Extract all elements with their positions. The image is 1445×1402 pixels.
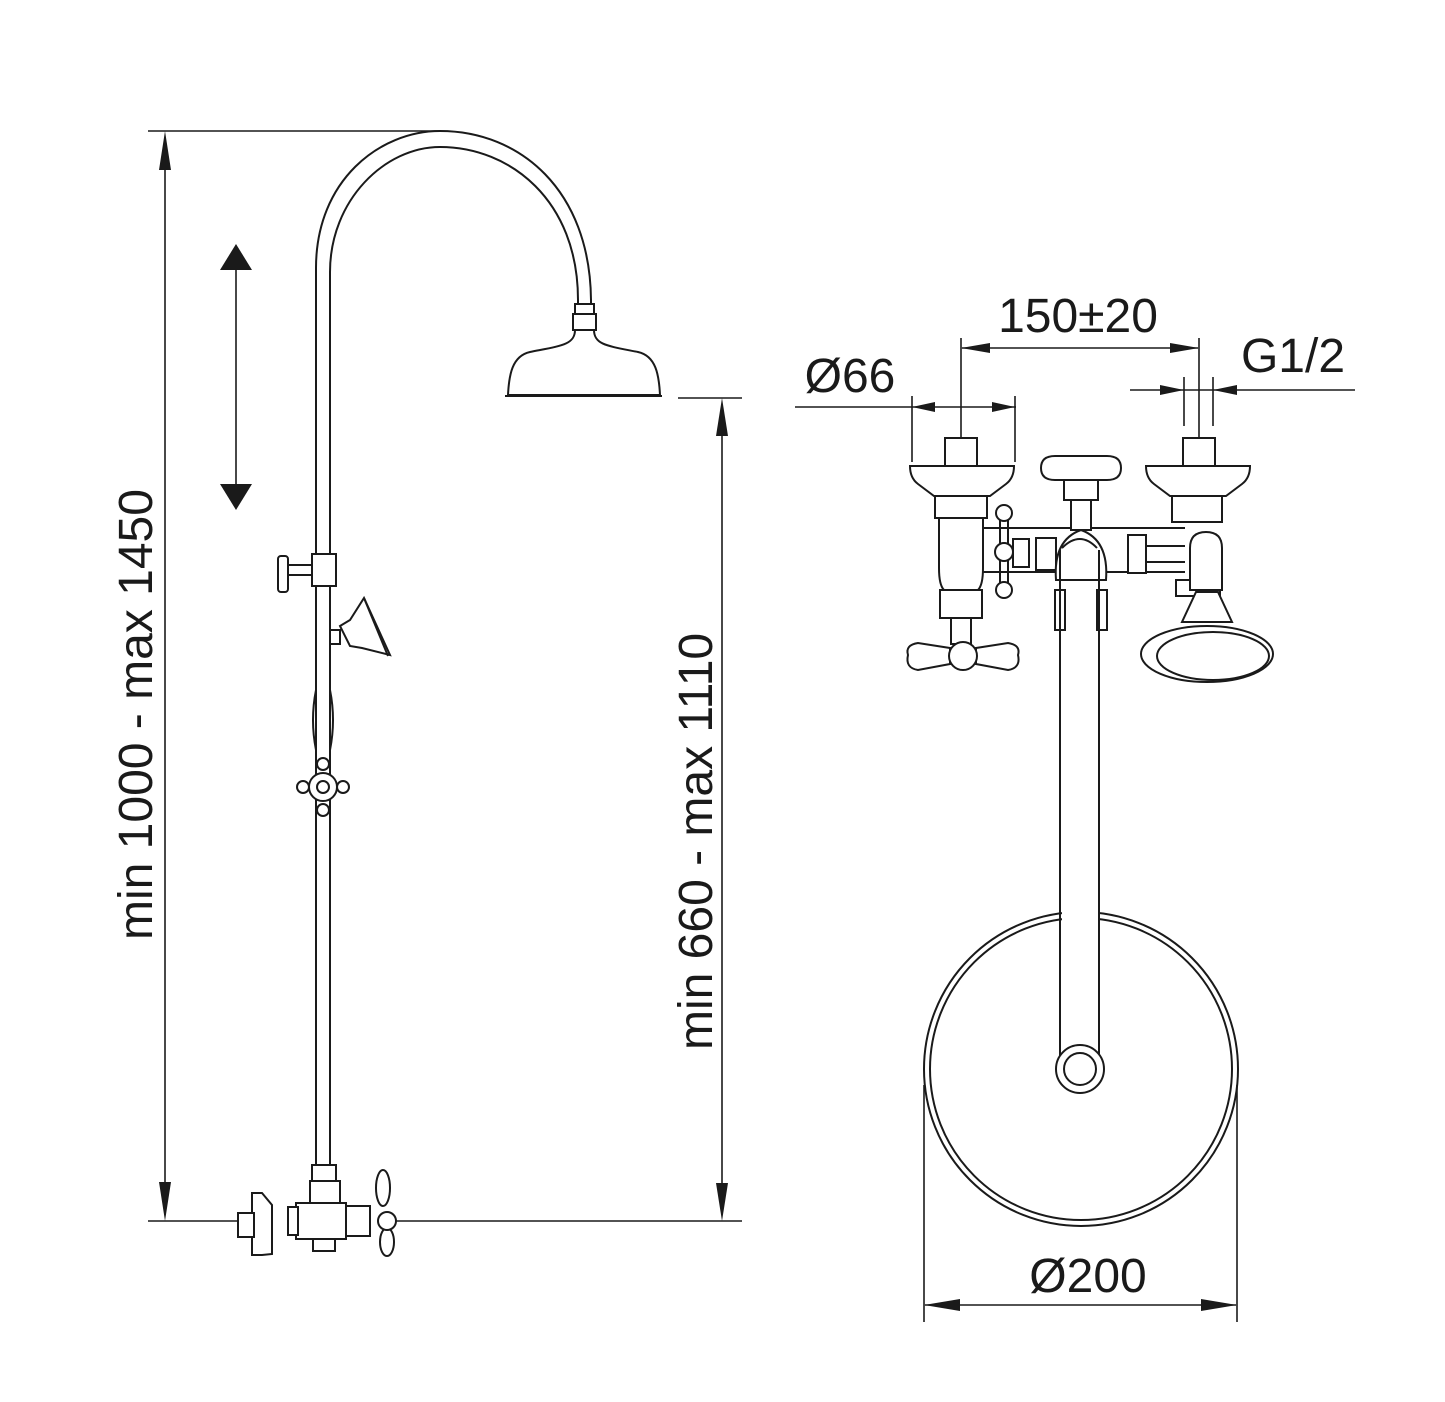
diverter-cross-handle (296, 757, 350, 817)
left-inlet (906, 437, 1020, 672)
rain-shower-head (505, 303, 662, 397)
total-height-label: min 1000 - max 1450 (110, 489, 163, 940)
riser-pipe (315, 129, 592, 1165)
small-cross-handle (994, 504, 1030, 599)
hand-shower (329, 595, 392, 657)
head-height-label: min 660 - max 1110 (670, 633, 723, 1050)
arrow-up-icon (716, 398, 728, 436)
wall-mixer-side (237, 1164, 397, 1257)
arrow-down-icon (716, 1183, 728, 1221)
head-diameter-label: Ø200 (1029, 1250, 1146, 1303)
mixer-body (983, 455, 1185, 631)
arrow-down-icon (159, 1182, 171, 1221)
front-view: 150±20 Ø66 G1/2 (795, 290, 1355, 1322)
height-adjustment-arrow-icon (220, 244, 252, 510)
rain-shower-head-front (923, 905, 1239, 1227)
hand-shower-front (1140, 530, 1274, 683)
hose (312, 689, 317, 751)
side-view: min 1000 - max 1450 min 660 - max 1110 (110, 129, 742, 1257)
flange-diameter-label: Ø66 (805, 350, 896, 403)
slide-holder (277, 553, 337, 593)
centers-label: 150±20 (998, 290, 1158, 343)
arrow-up-icon (159, 131, 171, 170)
thread-label: G1/2 (1241, 330, 1345, 383)
